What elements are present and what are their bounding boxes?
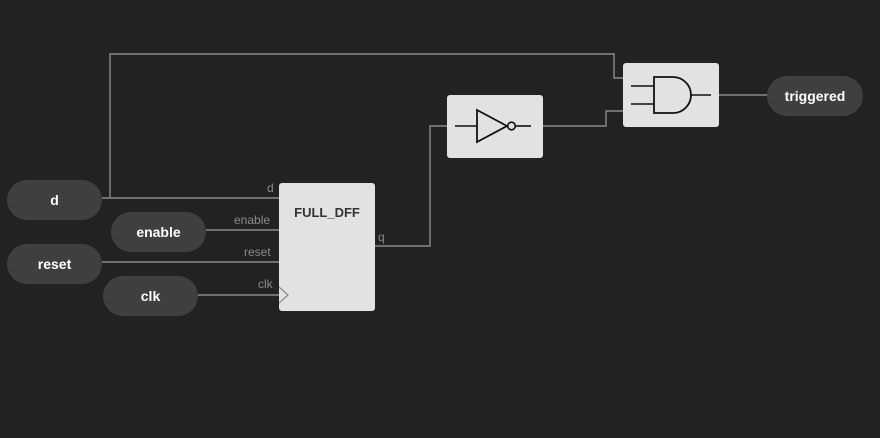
clock-triangle-icon — [279, 286, 289, 304]
not-gate-icon — [455, 108, 531, 144]
output-triggered[interactable]: triggered — [767, 76, 863, 116]
input-enable[interactable]: enable — [111, 212, 206, 252]
input-d[interactable]: d — [7, 180, 102, 220]
pin-label-d: d — [267, 181, 274, 195]
pin-label-reset: reset — [244, 245, 271, 259]
output-triggered-label: triggered — [784, 88, 846, 104]
and-gate-icon — [631, 76, 711, 114]
wire-not-to-and — [542, 110, 624, 127]
input-reset[interactable]: reset — [7, 244, 102, 284]
full-dff-block[interactable]: FULL_DFF — [279, 183, 375, 311]
input-clk-label: clk — [140, 288, 161, 304]
and-gate-block[interactable] — [623, 63, 719, 127]
input-clk[interactable]: clk — [103, 276, 198, 316]
input-enable-label: enable — [136, 224, 181, 240]
input-reset-label: reset — [37, 256, 72, 272]
input-d-label: d — [50, 192, 59, 208]
pin-label-enable: enable — [234, 213, 271, 227]
full-dff-title: FULL_DFF — [294, 205, 360, 220]
wire-q-to-not — [375, 125, 448, 247]
not-gate-block[interactable] — [447, 95, 543, 158]
pin-label-clk: clk — [258, 277, 273, 291]
wire-d-to-and — [109, 53, 624, 198]
pin-label-q: q — [378, 230, 385, 244]
